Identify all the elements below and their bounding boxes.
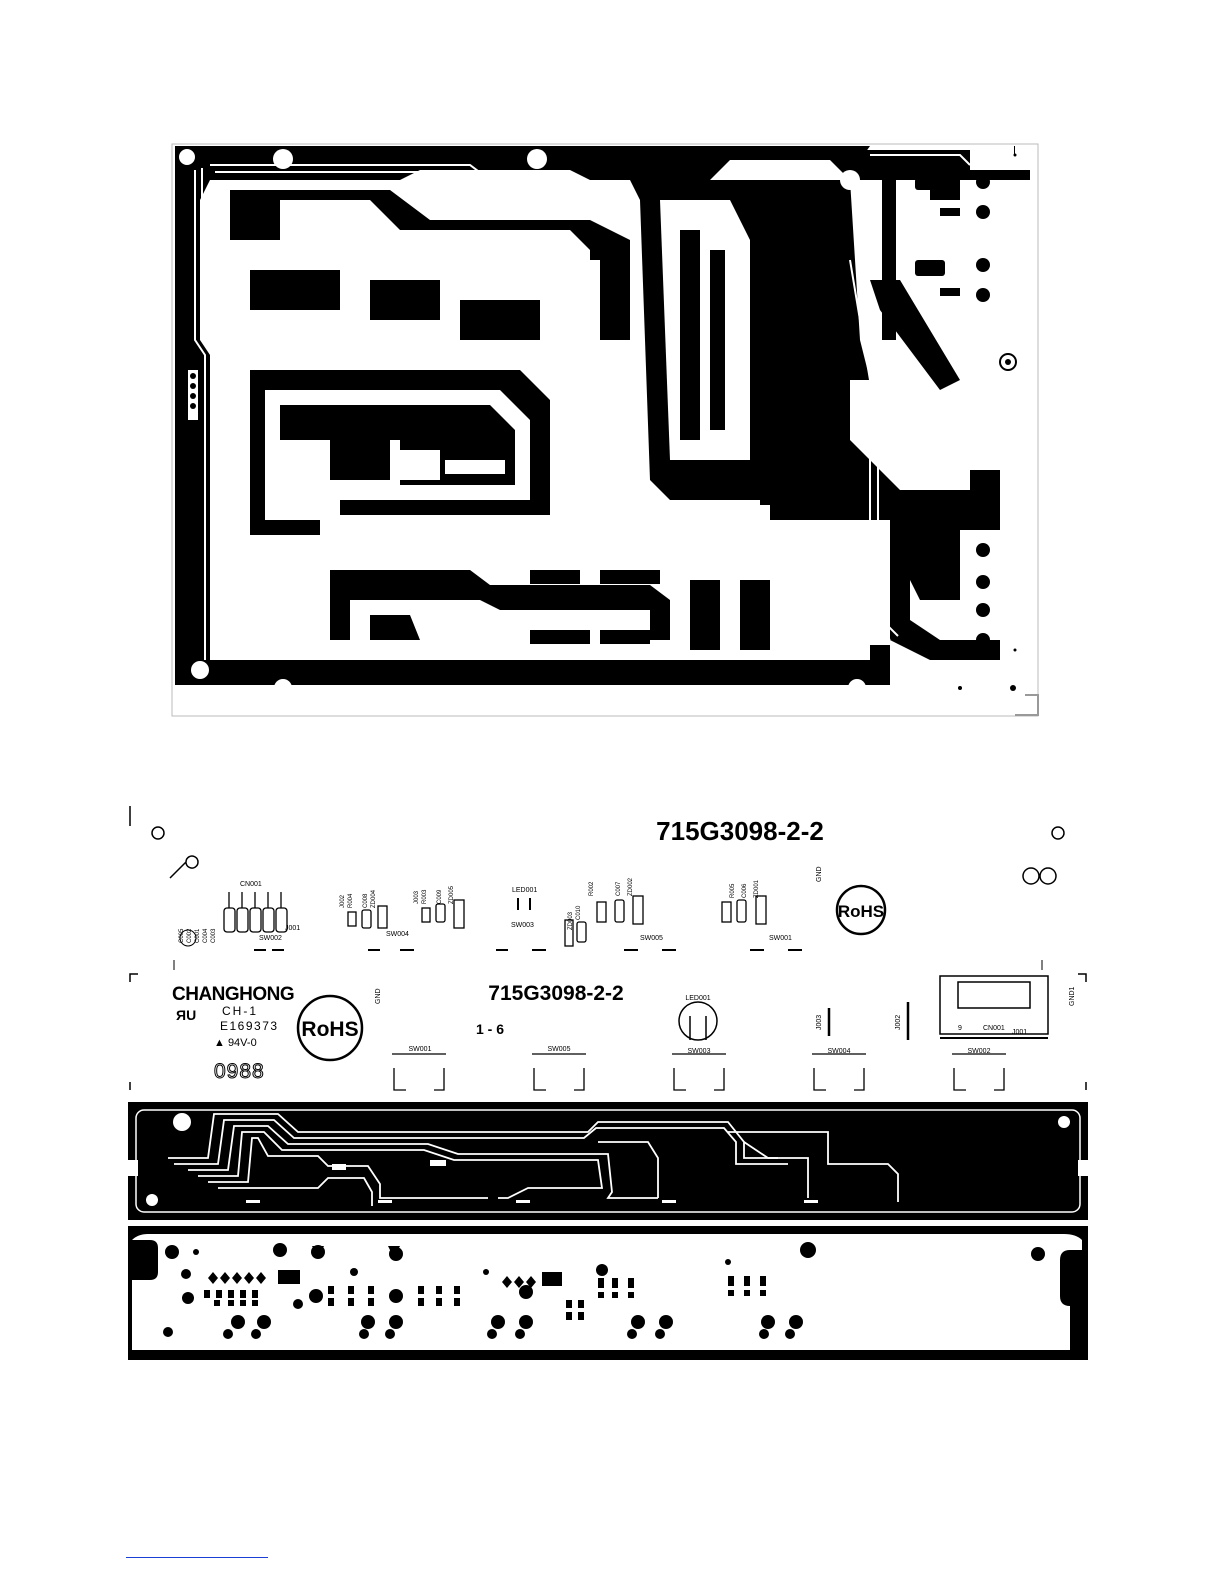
zd003-label: ZD003	[568, 911, 574, 930]
silkscreen-top-layer: 715G3098-2-2 RoHS GND CN001 SW002 J001 C…	[129, 806, 1065, 970]
c002-label: C002	[187, 928, 193, 943]
pin9-label: 9	[958, 1025, 962, 1032]
sw002-label-bottom: SW002	[968, 1048, 991, 1055]
c006-label: C006	[742, 883, 748, 898]
sw005-parts	[564, 895, 644, 947]
cn001-connector	[223, 892, 288, 933]
date-code-box: 0988	[214, 1060, 265, 1084]
r004-label: R004	[348, 893, 354, 908]
c001-label: C001	[195, 928, 201, 943]
sw001-parts	[721, 895, 767, 925]
led001-label-bottom: LED001	[685, 995, 710, 1002]
led001-outline	[678, 1001, 718, 1041]
silkscreen-bottom-layer: CHANGHONG ЯU CH-1 E169373 ▲ 94V-0 0988 R…	[129, 973, 1087, 1091]
sw002-label: SW002	[259, 935, 282, 942]
flammability-rating: ▲ 94V-0	[214, 1037, 257, 1049]
sw004-parts	[347, 905, 388, 929]
cn001-label: CN001	[240, 881, 262, 888]
smd-pads	[163, 1242, 1045, 1339]
page-indicator: 1 - 6	[476, 1021, 504, 1037]
c010-label: C010	[576, 905, 582, 920]
c009-label: C009	[437, 889, 443, 904]
zd004-label: ZD004	[371, 889, 377, 908]
cn001-connector-outline	[939, 975, 1049, 1035]
gnd-label-bottom: GND	[375, 988, 382, 1004]
j002-label-bottom: J002	[895, 1015, 902, 1030]
zd005-label: ZD005	[449, 885, 455, 904]
sw003-label: SW003	[511, 922, 534, 929]
cn001-label-bottom: CN001	[983, 1025, 1005, 1032]
board-number: 715G3098-2-2	[656, 816, 824, 846]
keyboard-pcb-pad-layer	[128, 1226, 1088, 1360]
sw005-label: SW005	[640, 935, 663, 942]
led001-label: LED001	[512, 887, 537, 894]
board-number-bottom: 715G3098-2-2	[488, 982, 623, 1005]
r003-label: R003	[422, 889, 428, 904]
sw004-label: SW004	[386, 931, 409, 938]
c007-label: C007	[616, 881, 622, 896]
ul-file-number: E169373	[220, 1019, 279, 1033]
footer-rule	[126, 1557, 268, 1558]
zd002-label: ZD002	[628, 877, 634, 896]
svg-text:RoHS: RoHS	[301, 1018, 358, 1041]
j002-label: J002	[340, 894, 346, 908]
main-pcb-copper-layout	[171, 143, 1039, 717]
r005-label: R005	[730, 883, 736, 898]
j003-label: J003	[414, 890, 420, 904]
gnd1-label: GND1	[1069, 986, 1076, 1006]
j001-label: J001	[285, 925, 300, 932]
j003-label-bottom: J003	[816, 1015, 823, 1030]
sw005-label-bottom: SW005	[548, 1046, 571, 1053]
led001-pins	[517, 898, 531, 910]
j001-label-bottom: J001	[1012, 1029, 1027, 1036]
ch-label: CH-1	[222, 1004, 258, 1018]
c003-label: C003	[211, 928, 217, 943]
svg-text:RoHS: RoHS	[838, 902, 884, 921]
c008-label: C008	[363, 893, 369, 908]
c005-label: C005	[179, 928, 185, 943]
sw003-label-bottom: SW003	[688, 1048, 711, 1055]
keyboard-pcb-copper-layer	[128, 1102, 1088, 1220]
ul-mark: ЯU	[176, 1007, 196, 1023]
switch-footprints: SW001 SW005 SW003 SW004 SW002	[392, 1046, 1006, 1091]
rohs-mark-bottom: RoHS	[296, 994, 364, 1062]
sw004-parts-2	[421, 899, 465, 929]
brand-logo: CHANGHONG	[172, 984, 294, 1005]
gnd-label: GND	[816, 866, 823, 882]
c004-label: C004	[203, 928, 209, 943]
zd001-label: ZD001	[754, 879, 760, 898]
copper-pads	[246, 1160, 818, 1203]
svg-text:0988: 0988	[214, 1060, 265, 1083]
r002-label: R002	[589, 881, 595, 896]
rohs-mark: RoHS	[835, 884, 887, 936]
sw004-label-bottom: SW004	[828, 1048, 851, 1055]
sw001-label: SW001	[769, 935, 792, 942]
sw001-label-bottom: SW001	[409, 1046, 432, 1053]
